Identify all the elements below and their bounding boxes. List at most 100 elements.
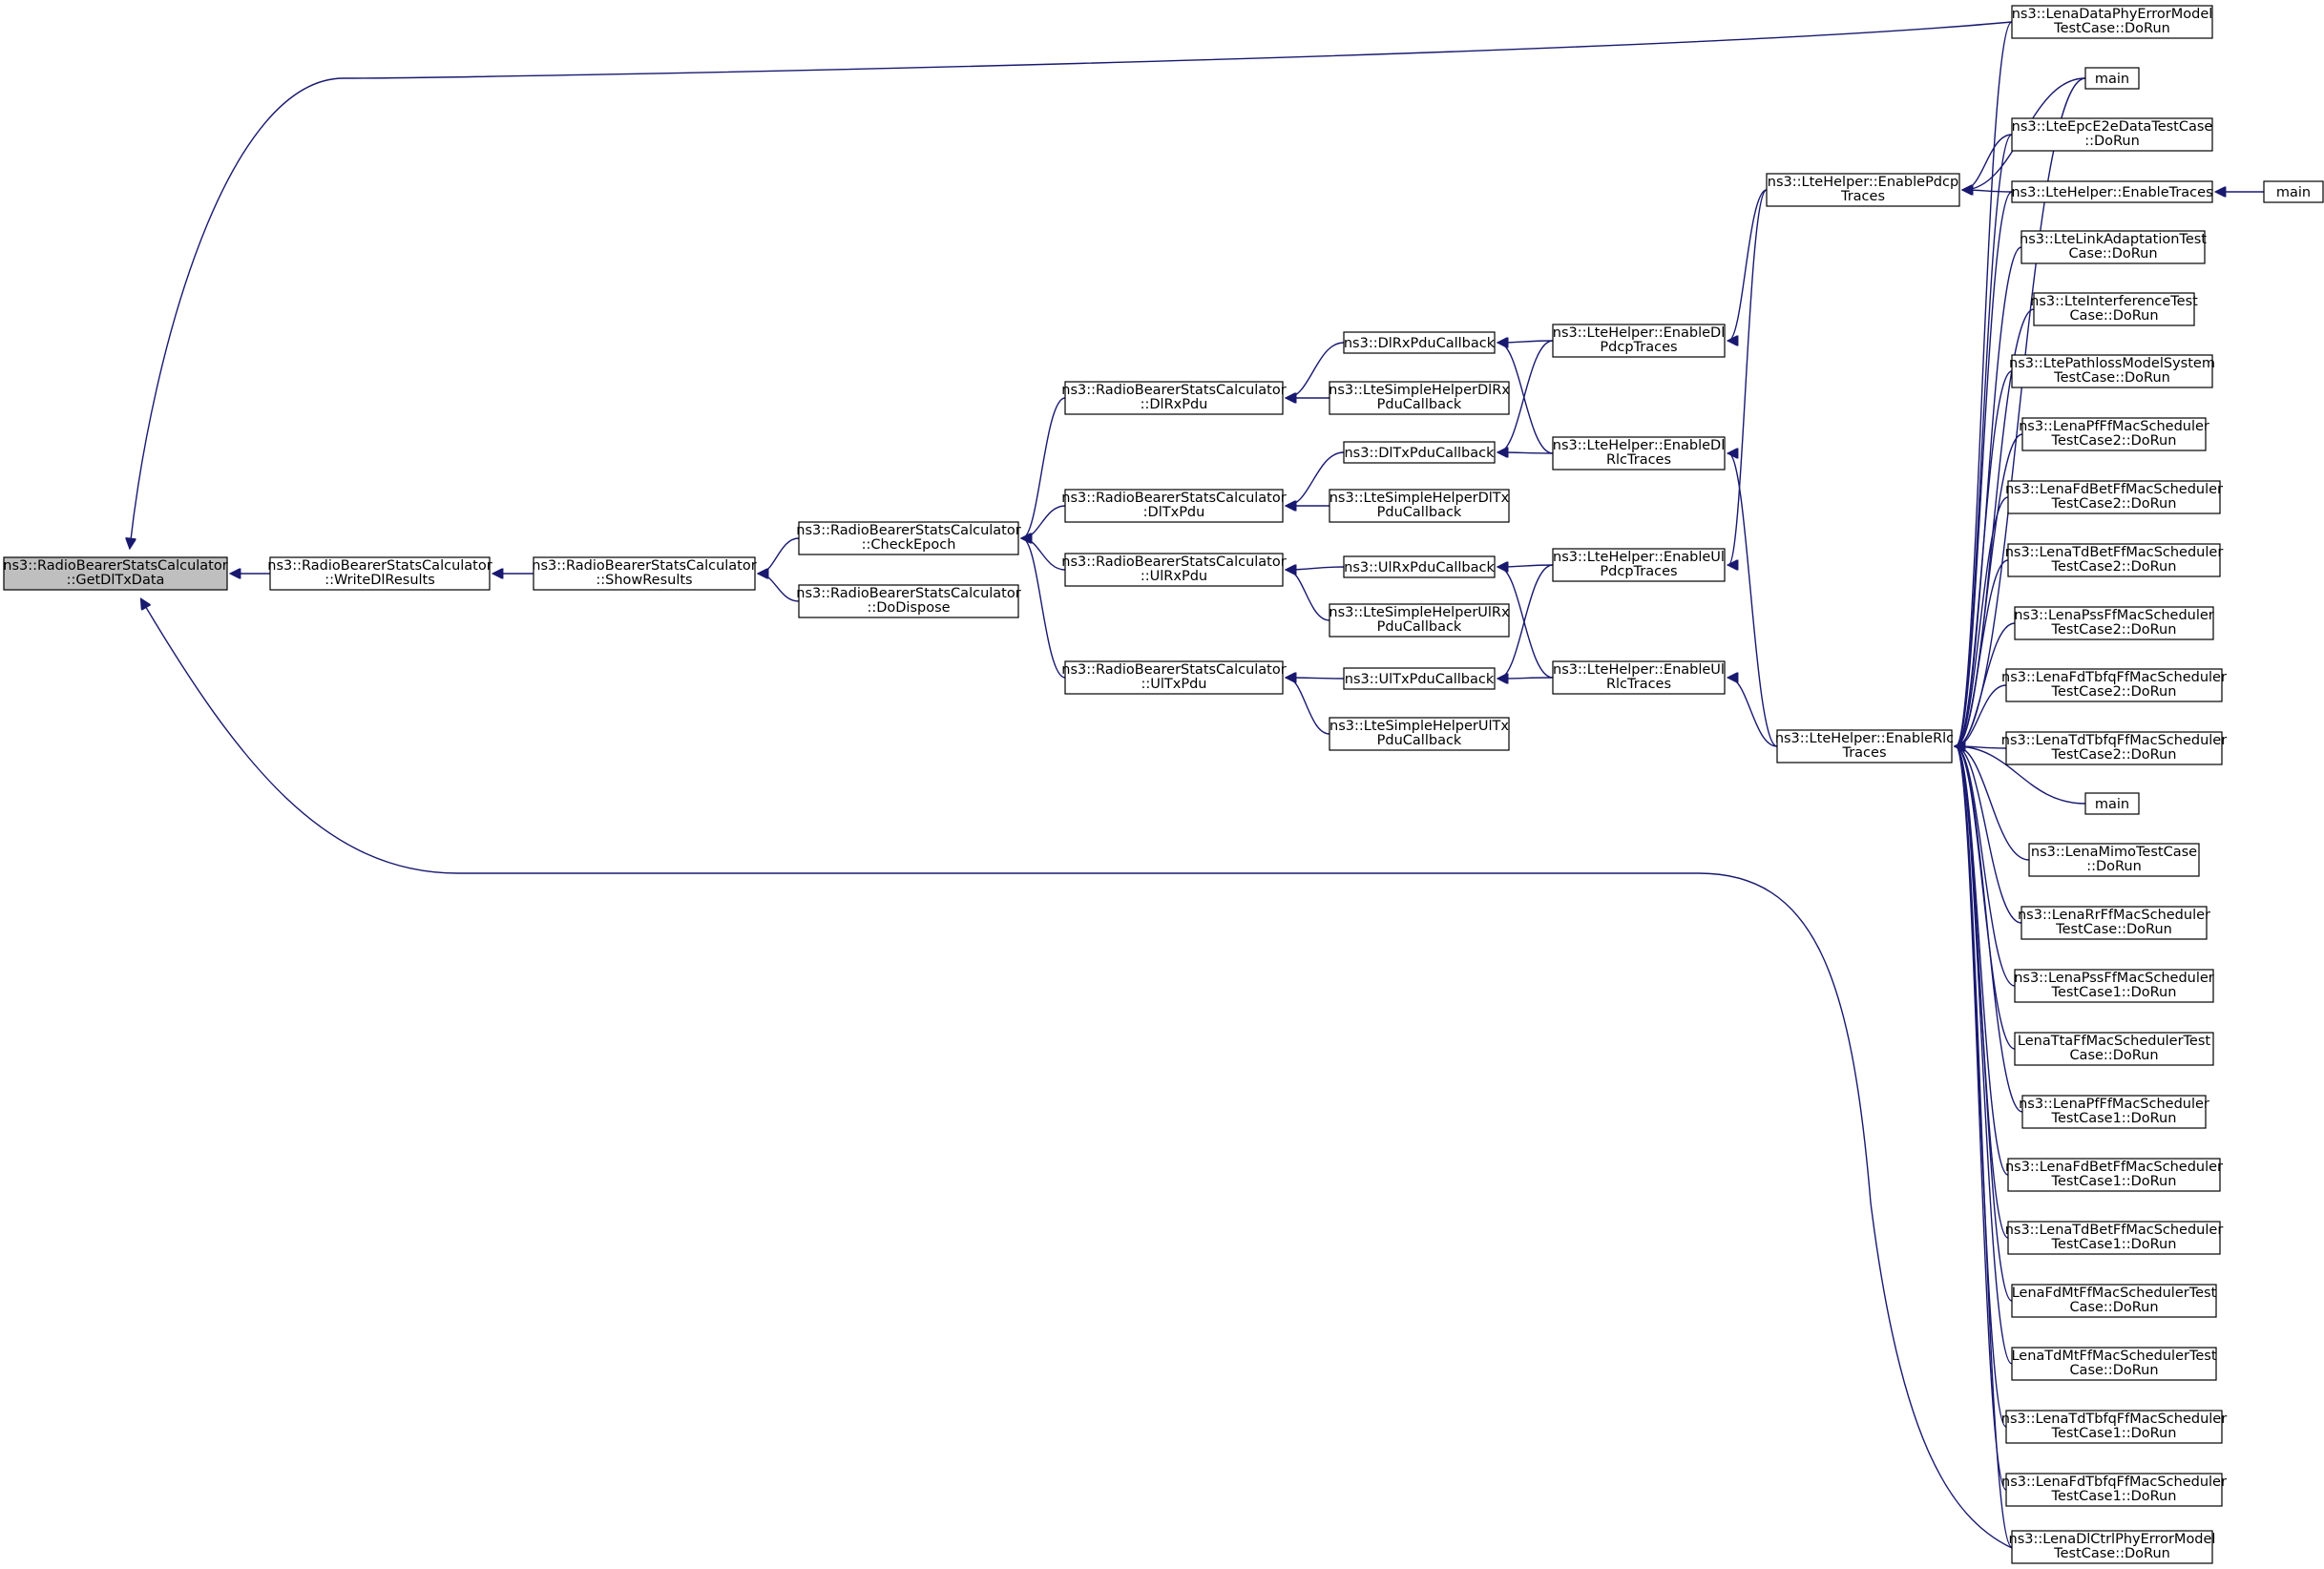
node-label: TestCase::DoRun bbox=[2053, 370, 2170, 386]
node-label: ns3::LenaFdTbfqFfMacScheduler bbox=[2001, 670, 2227, 685]
function-node-r-fdtbfq2[interactable]: ns3::LenaFdTbfqFfMacSchedulerTestCase2::… bbox=[2001, 668, 2227, 702]
call-edge bbox=[1022, 397, 1066, 538]
node-label: ns3::RadioBearerStatsCalculator bbox=[267, 558, 492, 574]
node-label: Case::DoRun bbox=[2069, 1048, 2158, 1063]
function-node-ultxpducb[interactable]: ns3::UlTxPduCallback bbox=[1343, 667, 1496, 690]
node-box bbox=[1329, 603, 1510, 638]
node-box bbox=[2084, 792, 2140, 815]
call-edge bbox=[759, 574, 800, 602]
call-edge bbox=[141, 599, 2013, 1549]
function-node-showresults[interactable]: ns3::RadioBearerStatsCalculator::ShowRes… bbox=[532, 556, 757, 591]
function-node-dlrxpdu[interactable]: ns3::RadioBearerStatsCalculator::DlRxPdu bbox=[1061, 381, 1287, 415]
node-label: ns3::LenaPssFfMacScheduler bbox=[2014, 608, 2214, 623]
node-box bbox=[1343, 667, 1496, 690]
node-label: ns3::LtePathlossModelSystem bbox=[2009, 356, 2215, 371]
node-box bbox=[2263, 180, 2324, 203]
function-node-r-pss1[interactable]: ns3::LenaPssFfMacSchedulerTestCase1::DoR… bbox=[2014, 969, 2214, 1003]
node-box bbox=[2014, 969, 2214, 1003]
function-node-r-fdbet2[interactable]: ns3::LenaFdBetFfMacSchedulerTestCase2::D… bbox=[2005, 480, 2223, 514]
call-edge bbox=[1956, 746, 2086, 805]
function-node-dodispose[interactable]: ns3::RadioBearerStatsCalculator::DoDispo… bbox=[796, 584, 1021, 618]
node-label: ::GetDlTxData bbox=[67, 573, 165, 588]
node-label: LenaFdMtFfMacSchedulerTest bbox=[2012, 1286, 2217, 1301]
function-node-r-epce2e[interactable]: ns3::LteEpcE2eDataTestCase::DoRun bbox=[2011, 117, 2213, 152]
node-box bbox=[2020, 906, 2208, 940]
function-node-writedlresults[interactable]: ns3::RadioBearerStatsCalculator::WriteDl… bbox=[267, 556, 492, 591]
node-box bbox=[1329, 489, 1510, 523]
node-label: PdcpTraces bbox=[1600, 340, 1677, 355]
function-node-r-dlctrl[interactable]: ns3::LenaDlCtrlPhyErrorModelTestCase::Do… bbox=[2009, 1530, 2216, 1564]
call-edge bbox=[1287, 678, 1330, 735]
function-node-dltxpducb[interactable]: ns3::DlTxPduCallback bbox=[1343, 441, 1496, 464]
node-box bbox=[2005, 1410, 2223, 1444]
function-node-r-tdtbfq2[interactable]: ns3::LenaTdTbfqFfMacSchedulerTestCase2::… bbox=[2001, 731, 2227, 765]
call-edge bbox=[1956, 746, 2022, 924]
node-box bbox=[2011, 5, 2213, 39]
node-label: ::UlTxPdu bbox=[1141, 677, 1207, 692]
call-edge bbox=[1287, 570, 1330, 621]
node-box bbox=[2014, 606, 2214, 640]
node-box bbox=[2011, 1347, 2217, 1381]
function-node-r-mimo[interactable]: ns3::LenaMimoTestCase::DoRun bbox=[2028, 843, 2200, 877]
node-box bbox=[269, 556, 491, 591]
function-node-ultxpdu[interactable]: ns3::RadioBearerStatsCalculator::UlTxPdu bbox=[1061, 660, 1287, 695]
call-edge bbox=[1956, 746, 2023, 1113]
node-label: PduCallback bbox=[1377, 505, 1462, 520]
node-label: ns3::LteHelper::EnableUl bbox=[1553, 550, 1725, 565]
function-node-r-main2[interactable]: main bbox=[2084, 792, 2140, 815]
node-box bbox=[2033, 292, 2195, 326]
node-label: ns3::LteSimpleHelperDlRx bbox=[1329, 383, 1510, 398]
node-box bbox=[3, 556, 228, 591]
node-label: ::DoRun bbox=[2084, 134, 2140, 149]
node-box bbox=[2011, 1284, 2217, 1318]
node-box bbox=[1329, 381, 1510, 415]
function-node-r-pf2[interactable]: ns3::LenaPfFfMacSchedulerTestCase2::DoRu… bbox=[2019, 417, 2209, 451]
node-label: Case::DoRun bbox=[2069, 308, 2158, 324]
function-node-main-et[interactable]: main bbox=[2263, 180, 2324, 203]
node-label: main bbox=[2095, 72, 2129, 87]
node-label: main bbox=[2095, 797, 2129, 812]
node-box bbox=[1766, 173, 1960, 207]
node-box bbox=[1552, 436, 1726, 471]
node-label: ns3::RadioBearerStatsCalculator bbox=[1061, 662, 1286, 678]
function-node-r-fdbet1[interactable]: ns3::LenaFdBetFfMacSchedulerTestCase1::D… bbox=[2005, 1158, 2223, 1192]
node-box bbox=[2021, 417, 2207, 451]
node-label: Case::DoRun bbox=[2069, 1300, 2158, 1315]
function-node-r-tdbet2[interactable]: ns3::LenaTdBetFfMacSchedulerTestCase2::D… bbox=[2005, 543, 2224, 577]
function-node-ulrxpducb[interactable]: ns3::UlRxPduCallback bbox=[1343, 555, 1496, 578]
function-node-enabletraces[interactable]: ns3::LteHelper::EnableTraces bbox=[2011, 180, 2213, 203]
function-node-r-tdbet1[interactable]: ns3::LenaTdBetFfMacSchedulerTestCase1::D… bbox=[2005, 1221, 2224, 1255]
function-node-r-pf1[interactable]: ns3::LenaPfFfMacSchedulerTestCase1::DoRu… bbox=[2019, 1095, 2209, 1129]
function-node-r-pss2[interactable]: ns3::LenaPssFfMacSchedulerTestCase2::DoR… bbox=[2014, 606, 2214, 640]
function-node-r-fdtbfq1[interactable]: ns3::LenaFdTbfqFfMacSchedulerTestCase1::… bbox=[2001, 1473, 2227, 1507]
node-label: TestCase1::DoRun bbox=[2051, 1174, 2177, 1189]
node-box bbox=[2007, 543, 2221, 577]
node-label: ns3::LenaPssFfMacScheduler bbox=[2014, 971, 2214, 986]
function-node-dltxpdu[interactable]: ns3::RadioBearerStatsCalculator:DlTxPdu bbox=[1061, 489, 1287, 523]
function-node-r-main1[interactable]: main bbox=[2084, 67, 2140, 90]
node-label: TestCase2::DoRun bbox=[2051, 433, 2177, 449]
call-edge bbox=[1022, 505, 1066, 538]
function-node-r-dataphy[interactable]: ns3::LenaDataPhyErrorModelTestCase::DoRu… bbox=[2011, 5, 2213, 39]
function-node-checkepoch[interactable]: ns3::RadioBearerStatsCalculator::CheckEp… bbox=[796, 521, 1021, 555]
function-node-ulrxpdu[interactable]: ns3::RadioBearerStatsCalculator::UlRxPdu bbox=[1061, 553, 1287, 587]
function-node-dlrxpducb[interactable]: ns3::DlRxPduCallback bbox=[1343, 331, 1496, 354]
function-node-r-pathloss[interactable]: ns3::LtePathlossModelSystemTestCase::DoR… bbox=[2009, 354, 2215, 388]
function-node-r-tdtbfq1[interactable]: ns3::LenaTdTbfqFfMacSchedulerTestCase1::… bbox=[2001, 1410, 2227, 1444]
